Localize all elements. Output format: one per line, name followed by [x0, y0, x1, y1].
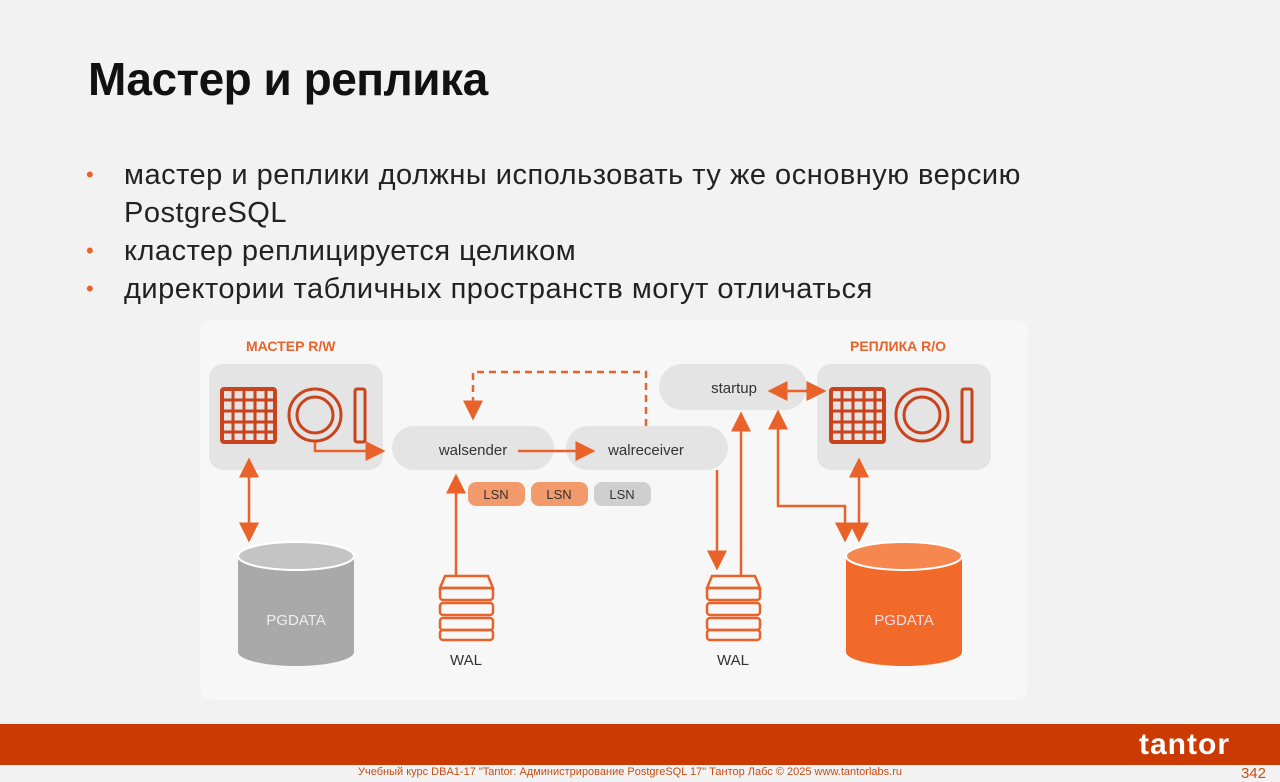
svg-text:PGDATA: PGDATA: [874, 612, 933, 629]
tantor-logo: tantor: [1139, 728, 1230, 761]
lsn-badge: [594, 482, 651, 506]
bullet-icon: •: [86, 238, 95, 263]
replica-pgdata-cylinder: PGDATA: [845, 541, 963, 666]
svg-text:PGDATA: PGDATA: [266, 612, 325, 629]
svg-text:LSN: LSN: [609, 487, 634, 502]
table-grid-icon: [220, 387, 277, 444]
svg-text:walsender: walsender: [438, 442, 507, 459]
footer-text: Учебный курс DBA1-17 "Tantor: Администри…: [358, 766, 902, 778]
replica-label: РЕПЛИКА R/O: [850, 338, 946, 354]
bullet-icon: •: [86, 162, 95, 187]
buffer-ring-icon: [894, 387, 950, 443]
svg-text:startup: startup: [711, 380, 757, 397]
bullet-item: •мастер и реплики должны использовать ту…: [86, 156, 1186, 232]
wal-buffer-icon: [960, 387, 974, 444]
wal-server-icon: [438, 574, 495, 642]
lsn-badge: [468, 482, 525, 506]
walreceiver-process: [566, 426, 728, 470]
master-label: МАСТЕР R/W: [246, 338, 336, 354]
bullet-list: •мастер и реплики должны использовать ту…: [86, 156, 1186, 308]
bullet-icon: •: [86, 276, 95, 301]
wal-server-icon: [705, 574, 762, 642]
wal-buffer-icon: [353, 387, 367, 444]
svg-text:walreceiver: walreceiver: [607, 442, 684, 459]
master-pgdata-cylinder: PGDATA: [237, 541, 355, 666]
bullet-item: •директории табличных пространств могут …: [86, 270, 1186, 308]
svg-text:LSN: LSN: [546, 487, 571, 502]
bullet-item: •кластер реплицируется целиком: [86, 232, 1186, 270]
flow-arrows: [239, 370, 869, 575]
walsender-process: [392, 426, 554, 470]
wal-label: WAL: [717, 652, 749, 669]
svg-text:LSN: LSN: [483, 487, 508, 502]
buffer-ring-icon: [287, 387, 343, 443]
page-title: Мастер и реплика: [88, 53, 488, 105]
page-number: 342: [1240, 765, 1266, 782]
lsn-badge: [531, 482, 588, 506]
footer-band: [0, 724, 1280, 765]
wal-label: WAL: [450, 652, 482, 669]
